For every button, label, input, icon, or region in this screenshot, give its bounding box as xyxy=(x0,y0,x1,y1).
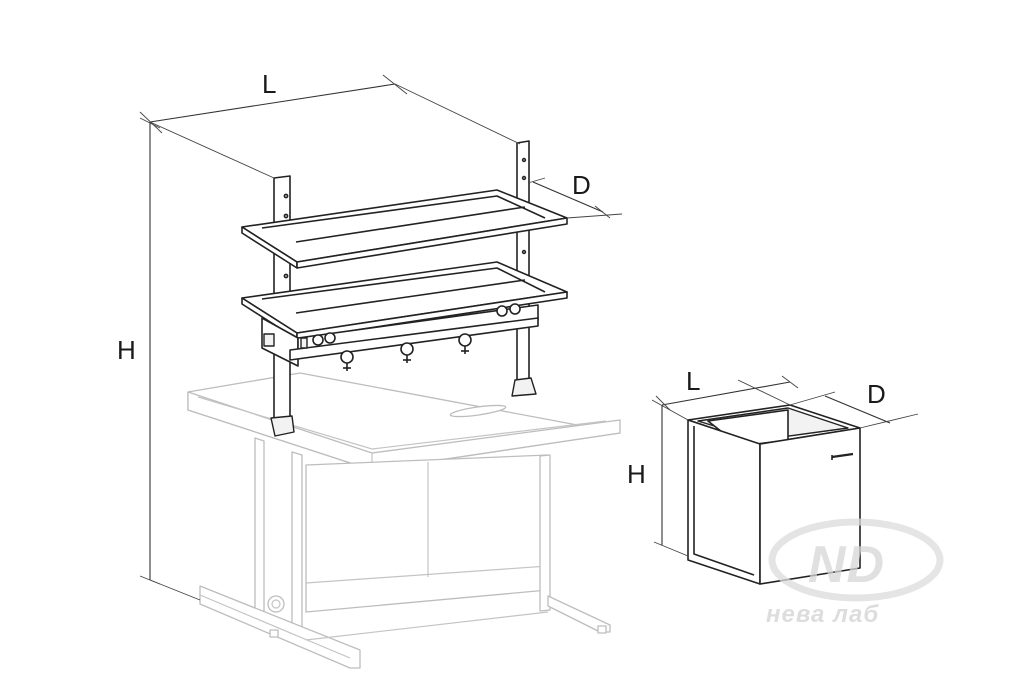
lab-bench xyxy=(187,372,621,669)
cabinet-dimension-lines xyxy=(651,375,919,557)
bench-length-label: L xyxy=(262,69,276,99)
mobile-cabinet xyxy=(687,404,861,585)
cabinet-length-label: L xyxy=(686,366,700,396)
bench-dimension-lines xyxy=(139,74,623,601)
shelf-superstructure xyxy=(241,140,568,437)
shelf-depth-label: D xyxy=(572,170,591,200)
gas-tap-1 xyxy=(340,350,354,371)
cabinet-height-label: H xyxy=(627,459,646,489)
gas-tap-2 xyxy=(400,342,414,363)
logo-ellipse xyxy=(768,518,944,602)
logo-brand-text: нева лаб xyxy=(766,601,879,628)
gas-tap-3 xyxy=(458,333,472,354)
nevalab-logo-watermark: ND нева лаб xyxy=(766,518,944,628)
bench-height-label: H xyxy=(117,335,136,365)
logo-monogram: ND xyxy=(808,536,885,594)
cabinet-depth-label: D xyxy=(867,379,886,409)
